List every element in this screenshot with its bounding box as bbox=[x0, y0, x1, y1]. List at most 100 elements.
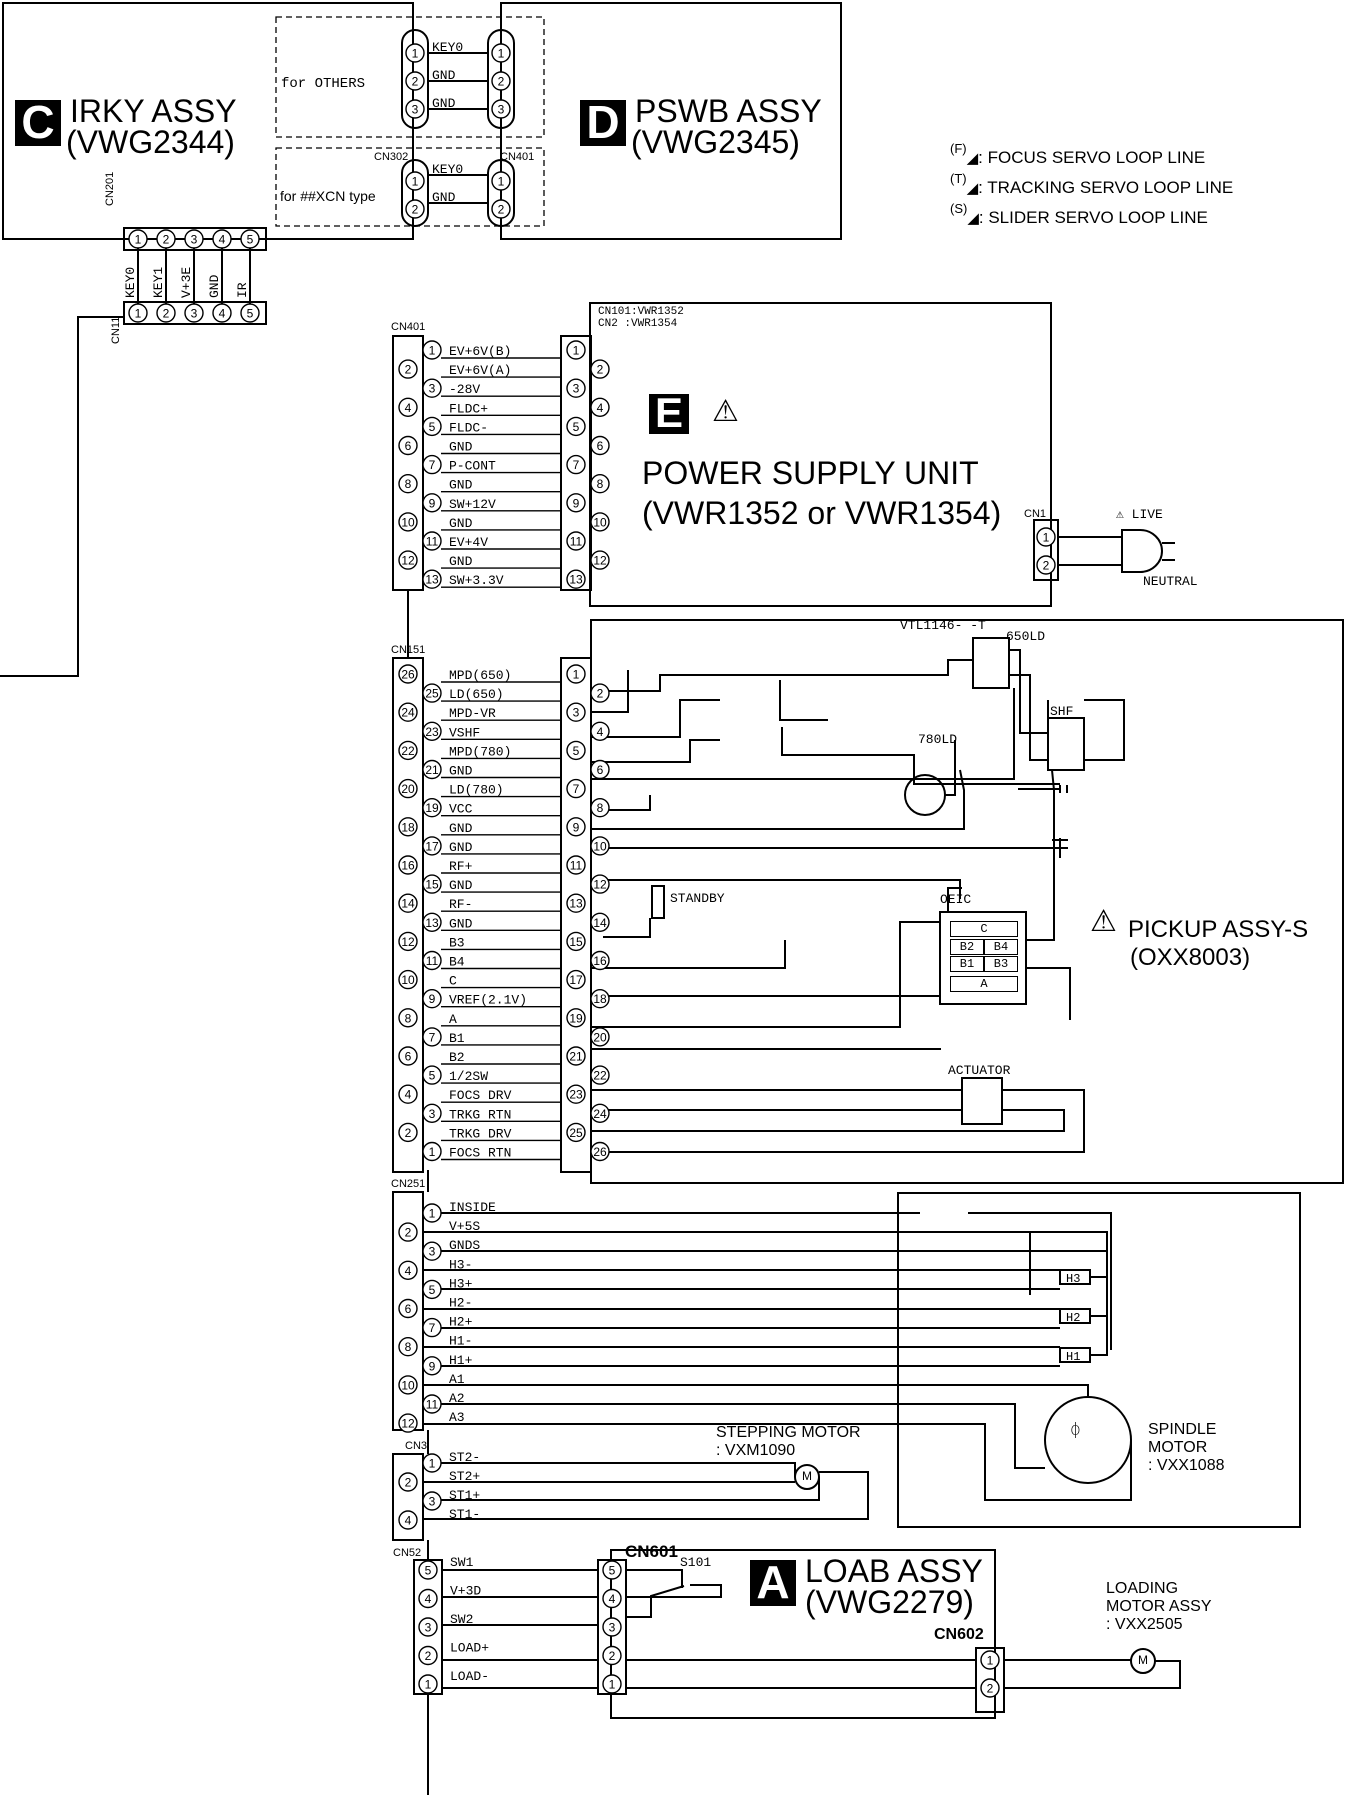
cn151-left-pin-24-num: 24 bbox=[401, 706, 415, 720]
cn401-right-pin-7-num: 7 bbox=[573, 458, 580, 472]
cn151-left-pin-13 bbox=[422, 912, 442, 932]
cn151-right-pin-19-num: 19 bbox=[569, 1011, 583, 1025]
cn251-signal-12: A3 bbox=[449, 1410, 465, 1425]
key-pin-4-num: 2 bbox=[498, 75, 505, 89]
cn251-pin-12-num: 12 bbox=[401, 1417, 415, 1431]
cn401-right-pin-5-num: 5 bbox=[573, 420, 580, 434]
xcn-pin-2-num: 1 bbox=[498, 175, 505, 189]
hall-label-H2: H2 bbox=[1066, 1311, 1080, 1325]
cn151-left-pin-17-num: 17 bbox=[425, 839, 439, 853]
cn11-pin-4-num: 4 bbox=[219, 307, 226, 321]
cn151-right-pin-10 bbox=[590, 836, 610, 856]
cn52-pin-4 bbox=[418, 1588, 438, 1609]
cn251-pin-1 bbox=[422, 1203, 442, 1223]
cn401-right-pin-12 bbox=[590, 550, 610, 570]
cn151-signal-3: MPD-VR bbox=[449, 706, 496, 721]
cn401-right-pin-13-num: 13 bbox=[569, 573, 583, 587]
cn3-pin-1-num: 1 bbox=[429, 1457, 436, 1471]
cn151-signal-25: TRKG DRV bbox=[449, 1126, 512, 1141]
cn602-pin-2-num: 2 bbox=[987, 1682, 994, 1696]
cn251-signal-4: H3- bbox=[449, 1257, 472, 1272]
cn151-left-pin-11 bbox=[422, 950, 442, 971]
cn602-pin-1 bbox=[980, 1650, 1000, 1670]
cn151-right-pin-3 bbox=[566, 702, 586, 722]
cn151-right-pin-19 bbox=[566, 1008, 586, 1028]
cn201-pin-1-num: 1 bbox=[135, 233, 142, 247]
cn401-left-pin-10 bbox=[398, 512, 418, 532]
cn151-right-pin-22-num: 22 bbox=[593, 1069, 607, 1083]
cn151-left-pin-26-num: 26 bbox=[401, 668, 415, 682]
cn1-pin-2 bbox=[1036, 555, 1056, 575]
cn3-pin-4-num: 4 bbox=[405, 1514, 412, 1528]
cn251-pin-4 bbox=[398, 1260, 418, 1281]
cn52-signal-2: LOAD+ bbox=[450, 1641, 489, 1656]
cn151-left-pin-1-num: 1 bbox=[429, 1145, 436, 1159]
cn601-pin-4-num: 4 bbox=[609, 1592, 616, 1606]
cn52-signal-1: LOAD- bbox=[450, 1669, 489, 1684]
cn601-pin-5 bbox=[602, 1560, 622, 1580]
cn151-right-pin-20-num: 20 bbox=[593, 1030, 607, 1044]
cn251-pin-10 bbox=[398, 1375, 418, 1395]
cn251-signal-7: H2+ bbox=[449, 1315, 473, 1330]
cn401-right-pin-10 bbox=[590, 512, 610, 532]
cn251-pin-8 bbox=[398, 1336, 418, 1357]
cn151-left-pin-6-num: 6 bbox=[405, 1050, 412, 1064]
cn151-signal-2: LD(650) bbox=[449, 687, 504, 702]
cn151-left-pin-8-num: 8 bbox=[405, 1011, 412, 1025]
cn151-right-pin-16 bbox=[590, 950, 610, 971]
irky-assy-box bbox=[2, 2, 414, 240]
cn151-right-pin-5 bbox=[566, 740, 586, 761]
cn151-left-pin-5-num: 5 bbox=[429, 1069, 436, 1083]
cn401-right-pin-1-num: 1 bbox=[573, 344, 580, 358]
cn3-pin-3 bbox=[422, 1491, 442, 1511]
cn151-right-pin-21 bbox=[566, 1046, 586, 1066]
cn151-left-pin-11-num: 11 bbox=[426, 954, 439, 968]
cn52-signal-4: V+3D bbox=[450, 1584, 481, 1599]
cn251-pin-8-num: 8 bbox=[405, 1340, 412, 1354]
cn601-pin-5-num: 5 bbox=[609, 1564, 616, 1578]
cn401-right-pin-10-num: 10 bbox=[593, 515, 607, 529]
cn601-pin-1 bbox=[602, 1674, 622, 1694]
cn251-signal-9: H1+ bbox=[449, 1353, 473, 1368]
cn401-left-pin-13 bbox=[422, 569, 442, 589]
cn3-pin-2 bbox=[398, 1472, 418, 1492]
cn251-signal-6: H2- bbox=[449, 1296, 472, 1311]
xcn-pin-0-num: 1 bbox=[412, 175, 419, 189]
cn151-right-pin-1-num: 1 bbox=[573, 668, 580, 682]
cn151-left-pin-4-num: 4 bbox=[405, 1088, 412, 1102]
cn151-left-pin-3-num: 3 bbox=[429, 1107, 436, 1121]
cn151-right-pin-26-num: 26 bbox=[593, 1145, 607, 1159]
cn251-pin-11 bbox=[422, 1394, 442, 1414]
cn151-right-pin-15-num: 15 bbox=[569, 935, 583, 949]
key-pin-4 bbox=[491, 71, 511, 91]
spindle-box bbox=[897, 1192, 1301, 1528]
cn151-signal-17: C bbox=[449, 974, 457, 989]
cn151-left-pin-7 bbox=[422, 1027, 442, 1047]
cn151-signal-20: B1 bbox=[449, 1031, 465, 1046]
cn151-left-pin-14 bbox=[398, 893, 418, 913]
cn151-signal-19: A bbox=[449, 1012, 457, 1027]
cn151-signal-14: GND bbox=[449, 916, 473, 931]
cn151-left-pin-21 bbox=[422, 759, 442, 780]
cn151-left-pin-23 bbox=[422, 721, 442, 741]
cn11-pin-2-num: 2 bbox=[163, 307, 170, 321]
cn251-pin-7 bbox=[422, 1317, 442, 1338]
xcn-pin-1-num: 2 bbox=[412, 203, 419, 217]
cn151-right-pin-5-num: 5 bbox=[573, 744, 580, 758]
power-supply-box bbox=[589, 302, 1052, 607]
cn401-signal-13: SW+3.3V bbox=[449, 573, 504, 588]
cn52-pin-2 bbox=[418, 1645, 438, 1666]
cn602-pin-2 bbox=[980, 1678, 1000, 1698]
cn201-pin-4-num: 4 bbox=[219, 233, 226, 247]
cn151-right-pin-24 bbox=[590, 1103, 610, 1124]
cn52-pin-4-num: 4 bbox=[425, 1592, 432, 1606]
cn201-signal-2: KEY1 bbox=[151, 267, 166, 298]
cn151-left-pin-15-num: 15 bbox=[425, 878, 439, 892]
cn3-signal-2: ST2+ bbox=[449, 1469, 480, 1484]
key-pin-1 bbox=[405, 71, 425, 91]
cn401-right-pin-13 bbox=[566, 569, 586, 589]
cn601-pin-1-num: 1 bbox=[609, 1678, 616, 1692]
cn201-pin-3-num: 3 bbox=[191, 233, 198, 247]
cn401-signal-11: EV+4V bbox=[449, 535, 488, 550]
